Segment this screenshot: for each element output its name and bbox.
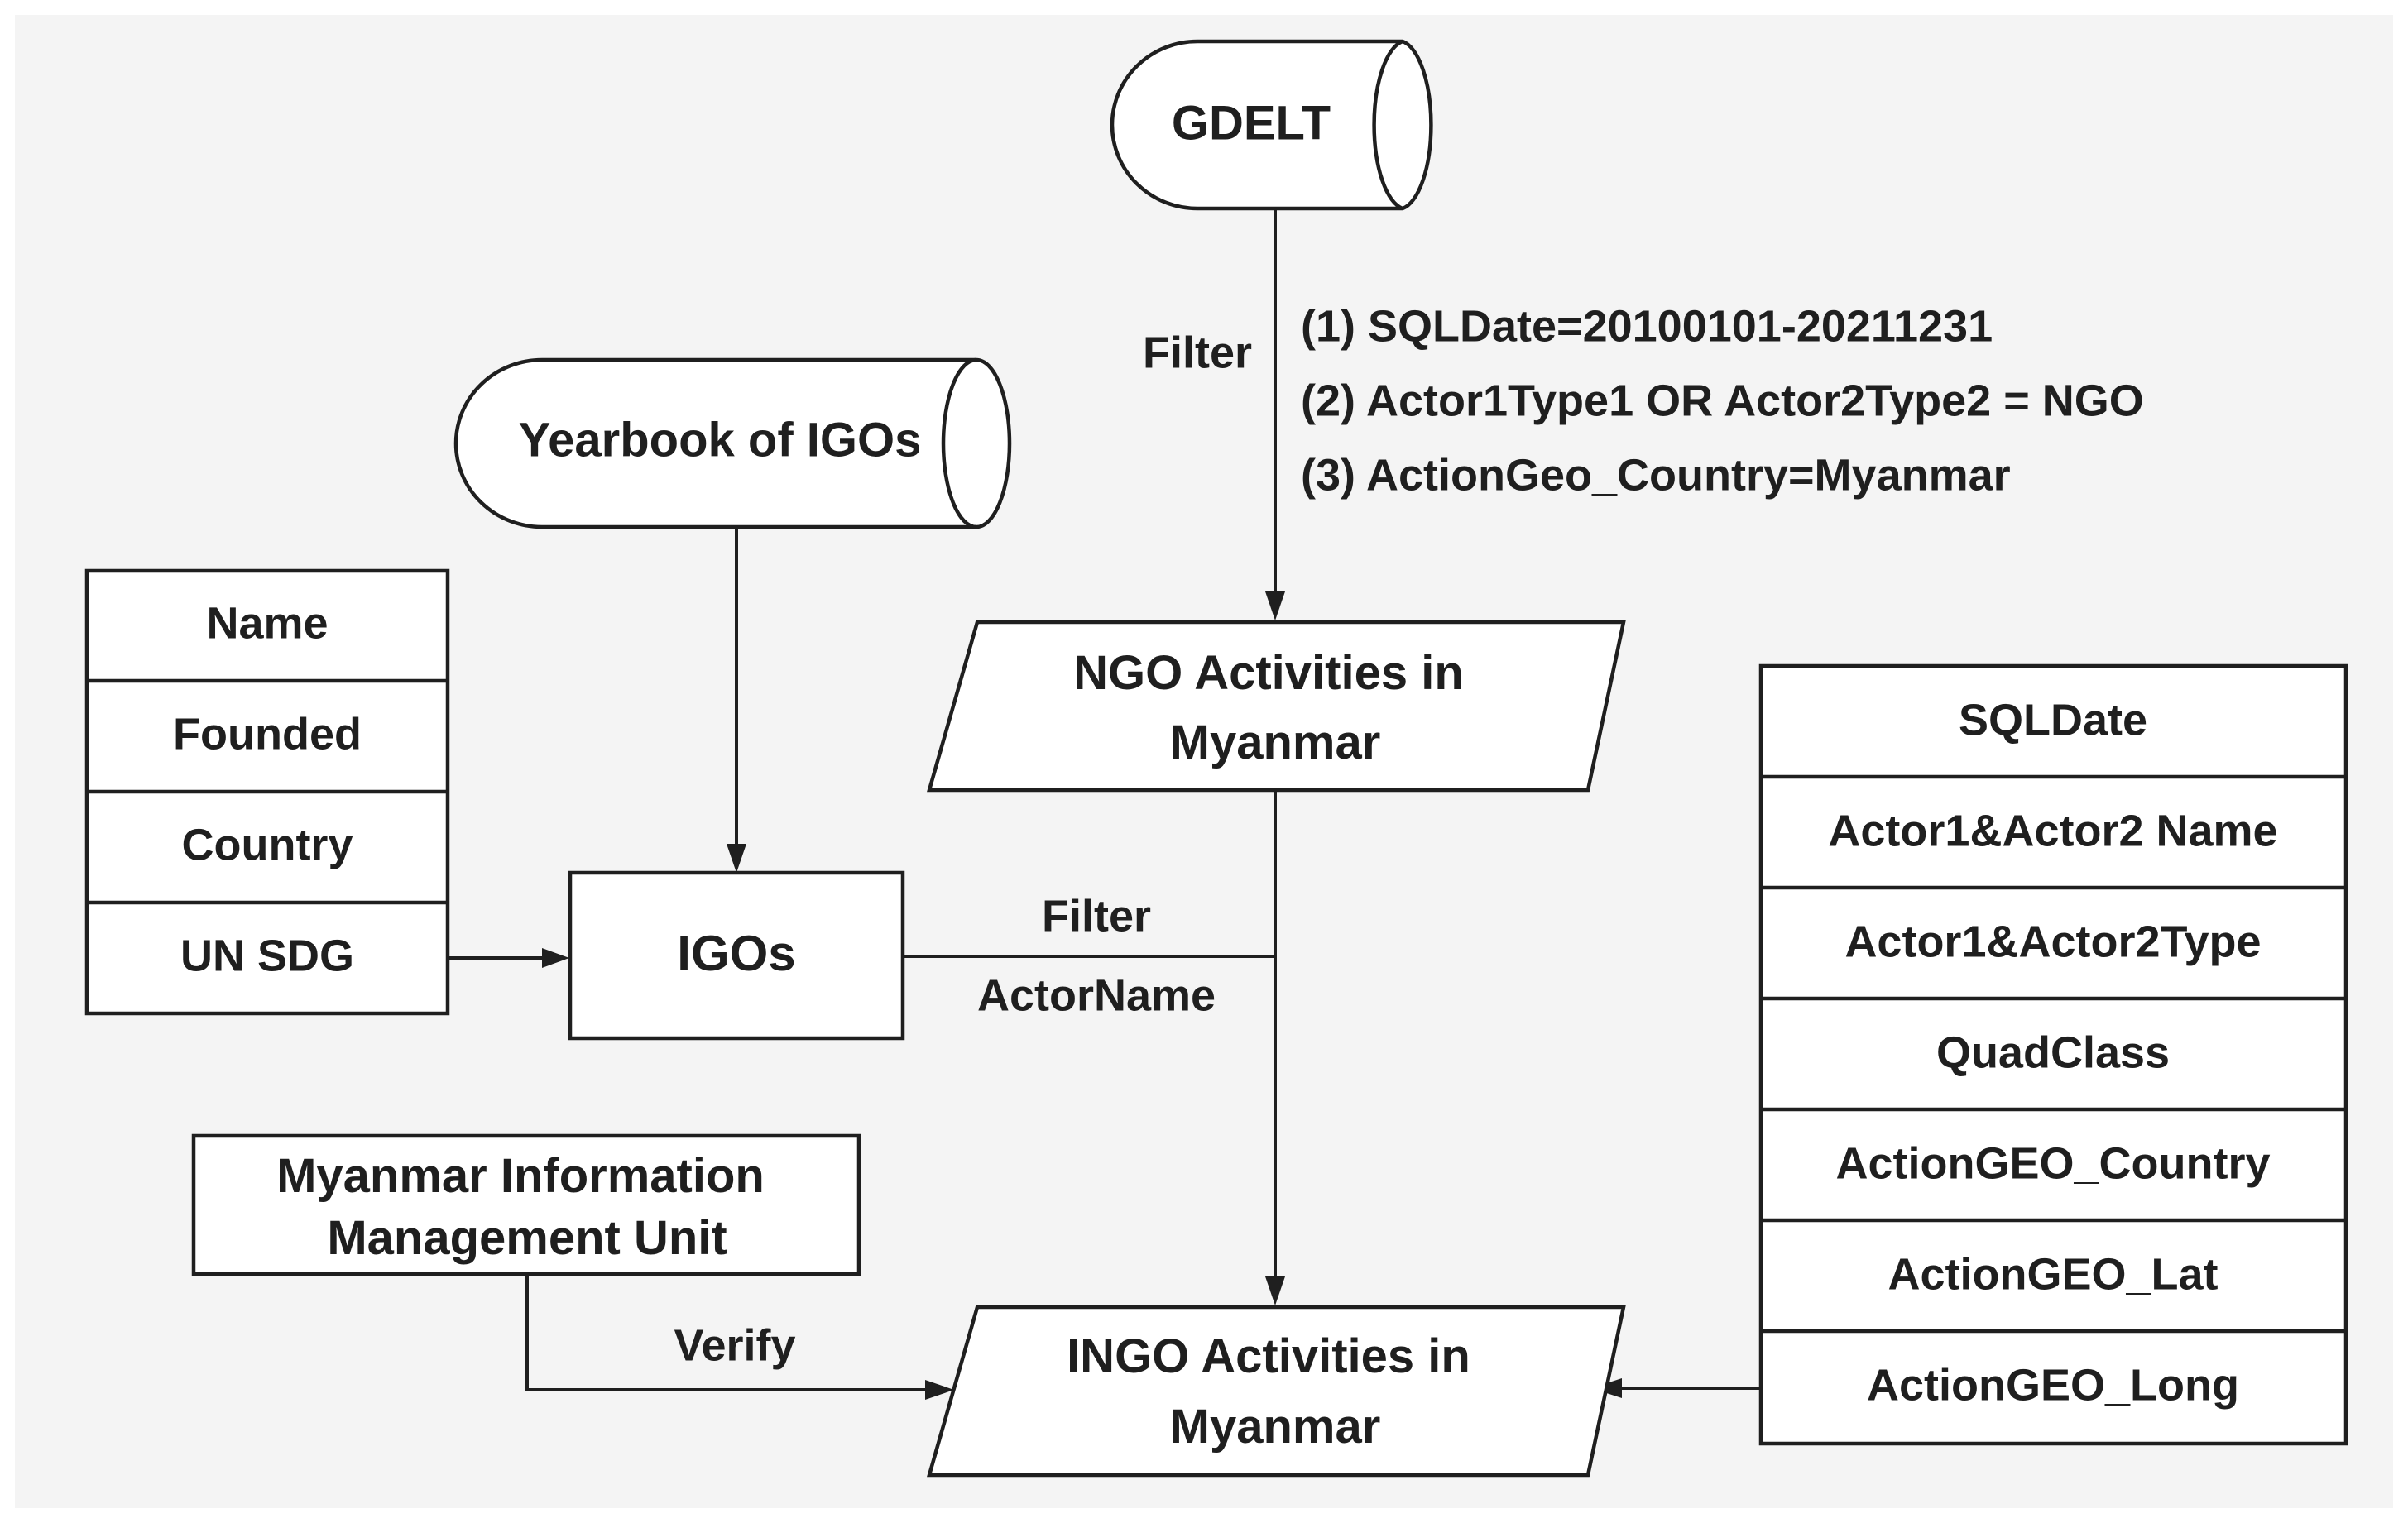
ingo-activities-label-line-2: Myanmar xyxy=(1170,1400,1381,1454)
ingo-activities-label: INGO Activities in Myanmar xyxy=(1067,1329,1484,1454)
ngo-activities-label-line-1: NGO Activities in xyxy=(1073,646,1464,700)
arrowhead-ingo-left xyxy=(925,1380,954,1400)
igos-box xyxy=(568,870,905,1041)
igo-field-un-sdg: UN SDG xyxy=(180,931,354,980)
gdelt-field-quadclass: QuadClass xyxy=(1936,1027,2170,1077)
arrowhead-igos-top xyxy=(727,844,746,873)
filter-gdelt-label: Filter xyxy=(1143,328,1252,377)
ingo-activities-label-line-1: INGO Activities in xyxy=(1067,1329,1470,1383)
arrowhead-igos-left xyxy=(542,948,569,968)
gdelt-cylinder-body xyxy=(1110,39,1433,211)
ngo-activities-label: NGO Activities in Myanmar xyxy=(1073,646,1477,769)
ingo-activities-node: INGO Activities in Myanmar xyxy=(927,1305,1626,1478)
ingo-activities-shape xyxy=(927,1305,1626,1478)
gdelt-field-actor-type: Actor1&Actor2Type xyxy=(1844,917,2261,966)
actor-name-label: ActorName xyxy=(977,970,1216,1020)
igo-field-name: Name xyxy=(206,598,328,648)
ngo-activities-label-line-2: Myanmar xyxy=(1170,716,1381,769)
igo-field-country: Country xyxy=(182,820,353,869)
gdelt-field-sqldate: SQLDate xyxy=(1959,695,2147,745)
mimu-label: Myanmar Information Management Unit xyxy=(276,1149,778,1265)
verify-label: Verify xyxy=(674,1320,795,1370)
mimu-box xyxy=(191,1133,861,1276)
mimu-label-line-2: Management Unit xyxy=(327,1211,727,1265)
gdelt-database-node: GDELT xyxy=(1110,39,1433,211)
filter-condition-2: (2) Actor1Type1 OR Actor2Type2 = NGO xyxy=(1301,376,2144,425)
gdelt-label: GDELT xyxy=(1172,96,1331,150)
filter-condition-1: (1) SQLDate=20100101-20211231 xyxy=(1301,301,1993,351)
yearbook-cylinder-body xyxy=(453,357,1012,529)
edge-mimu-to-ingo xyxy=(525,1275,925,1391)
filter-condition-3: (3) ActionGeo_Country=Myanmar xyxy=(1301,450,2011,500)
ngo-activities-shape xyxy=(927,620,1626,793)
gdelt-field-country: ActionGEO_Country xyxy=(1835,1138,2270,1188)
mimu-node: Myanmar Information Management Unit xyxy=(191,1133,861,1276)
mimu-label-line-1: Myanmar Information xyxy=(276,1149,765,1203)
igo-fields-table: Name Founded Country UN SDG xyxy=(84,568,450,1016)
gdelt-field-long: ActionGEO_Long xyxy=(1867,1360,2239,1410)
gdelt-cylinder-cap xyxy=(1372,39,1403,211)
yearbook-database-node: Yearbook of IGOs xyxy=(453,357,1012,529)
yearbook-label: Yearbook of IGOs xyxy=(519,413,922,467)
arrowhead-ngo xyxy=(1265,591,1285,620)
arrowhead-ingo-top xyxy=(1265,1276,1285,1305)
filter-actor-label: Filter xyxy=(1042,891,1151,941)
igo-field-founded: Founded xyxy=(173,709,362,759)
igos-node: IGOs xyxy=(568,870,905,1041)
gdelt-field-lat: ActionGEO_Lat xyxy=(1888,1249,2218,1299)
gdelt-fields-frame xyxy=(1758,663,2348,1446)
yearbook-cylinder-cap xyxy=(941,357,977,529)
gdelt-fields-table: SQLDate Actor1&Actor2 Name Actor1&Actor2… xyxy=(1758,663,2348,1446)
igos-label: IGOs xyxy=(677,926,795,981)
gdelt-field-actor-name: Actor1&Actor2 Name xyxy=(1828,806,2277,855)
ngo-activities-node: NGO Activities in Myanmar xyxy=(927,620,1626,793)
